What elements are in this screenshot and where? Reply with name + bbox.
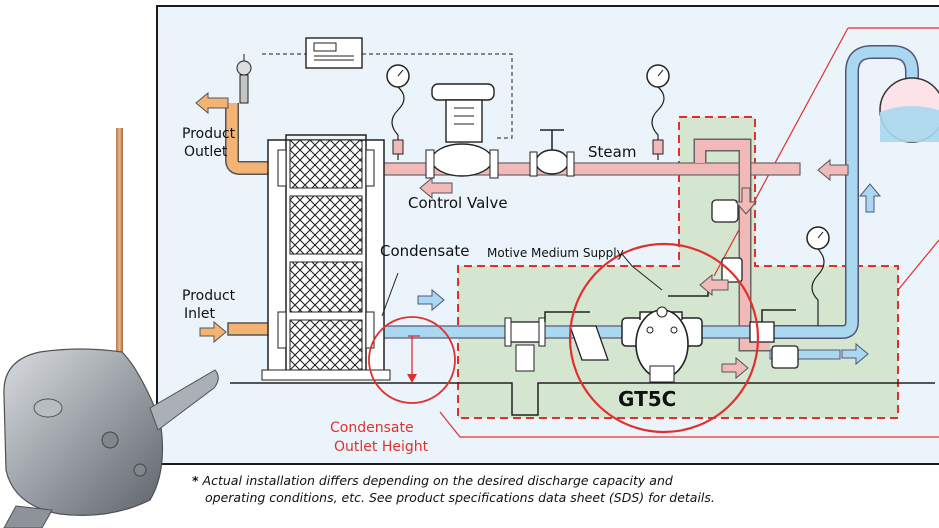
small-trap (771, 345, 799, 369)
callout-line-top (713, 27, 939, 277)
label-motive-medium-supply: Motive Medium Supply (487, 246, 624, 260)
product-outlet-pipe (226, 103, 285, 174)
callout-line-right (897, 239, 939, 291)
footnote-star: * (192, 473, 199, 488)
arrow-steam-1 (419, 176, 453, 200)
arrow-steam-2 (817, 158, 849, 182)
heat-exchanger (261, 134, 391, 381)
discharge-pipe (750, 46, 918, 338)
footnote-line-2: operating conditions, etc. See product s… (205, 490, 715, 505)
temperature-controller (236, 37, 513, 139)
arrow-condensate (417, 288, 445, 312)
label-product-inlet-2: Inlet (184, 306, 216, 322)
pressure-gauge-1 (386, 64, 410, 160)
footnote: *Actual installation differs depending o… (192, 472, 932, 506)
steam-branch-pipe (695, 140, 770, 350)
label-outlet-height-1: Condensate (330, 420, 414, 436)
highlight-zone (457, 116, 899, 419)
label-product-outlet-1: Product (182, 126, 236, 142)
arrow-product-in (199, 320, 227, 344)
arrow-steam-down (734, 187, 758, 215)
label-steam: Steam (588, 143, 636, 161)
label-model: GT5C (618, 387, 676, 411)
label-control-valve: Control Valve (408, 194, 508, 212)
arrow-exhaust (721, 356, 749, 380)
floor-line (230, 382, 935, 416)
inlet-check-valve (504, 317, 546, 372)
label-product-inlet-1: Product (182, 288, 236, 304)
callout-line-bottom (439, 411, 939, 438)
pump-highlight-circle (568, 242, 760, 434)
arrow-product-out (195, 91, 229, 115)
gt5c-pump (621, 284, 709, 383)
outlet-height-circle (368, 316, 456, 404)
flow-arrows (195, 91, 882, 380)
arrow-discharge-up (858, 183, 882, 213)
pressure-gauge-2 (646, 64, 670, 160)
steam-trap (711, 199, 743, 283)
control-valve (425, 83, 499, 179)
label-condensate: Condensate (380, 242, 470, 260)
label-outlet-height-2: Outlet Height (334, 439, 429, 455)
footnote-line-1: Actual installation differs depending on… (202, 473, 673, 488)
ball-valve (544, 309, 796, 343)
pump-product-photo (3, 128, 219, 528)
arrow-discharge-right (841, 342, 869, 366)
pressure-gauge-3 (806, 226, 830, 326)
label-product-outlet-2: Outlet (184, 144, 228, 160)
arrow-motive (699, 273, 729, 297)
strainer (569, 325, 609, 361)
steam-stop-valve (529, 129, 575, 177)
